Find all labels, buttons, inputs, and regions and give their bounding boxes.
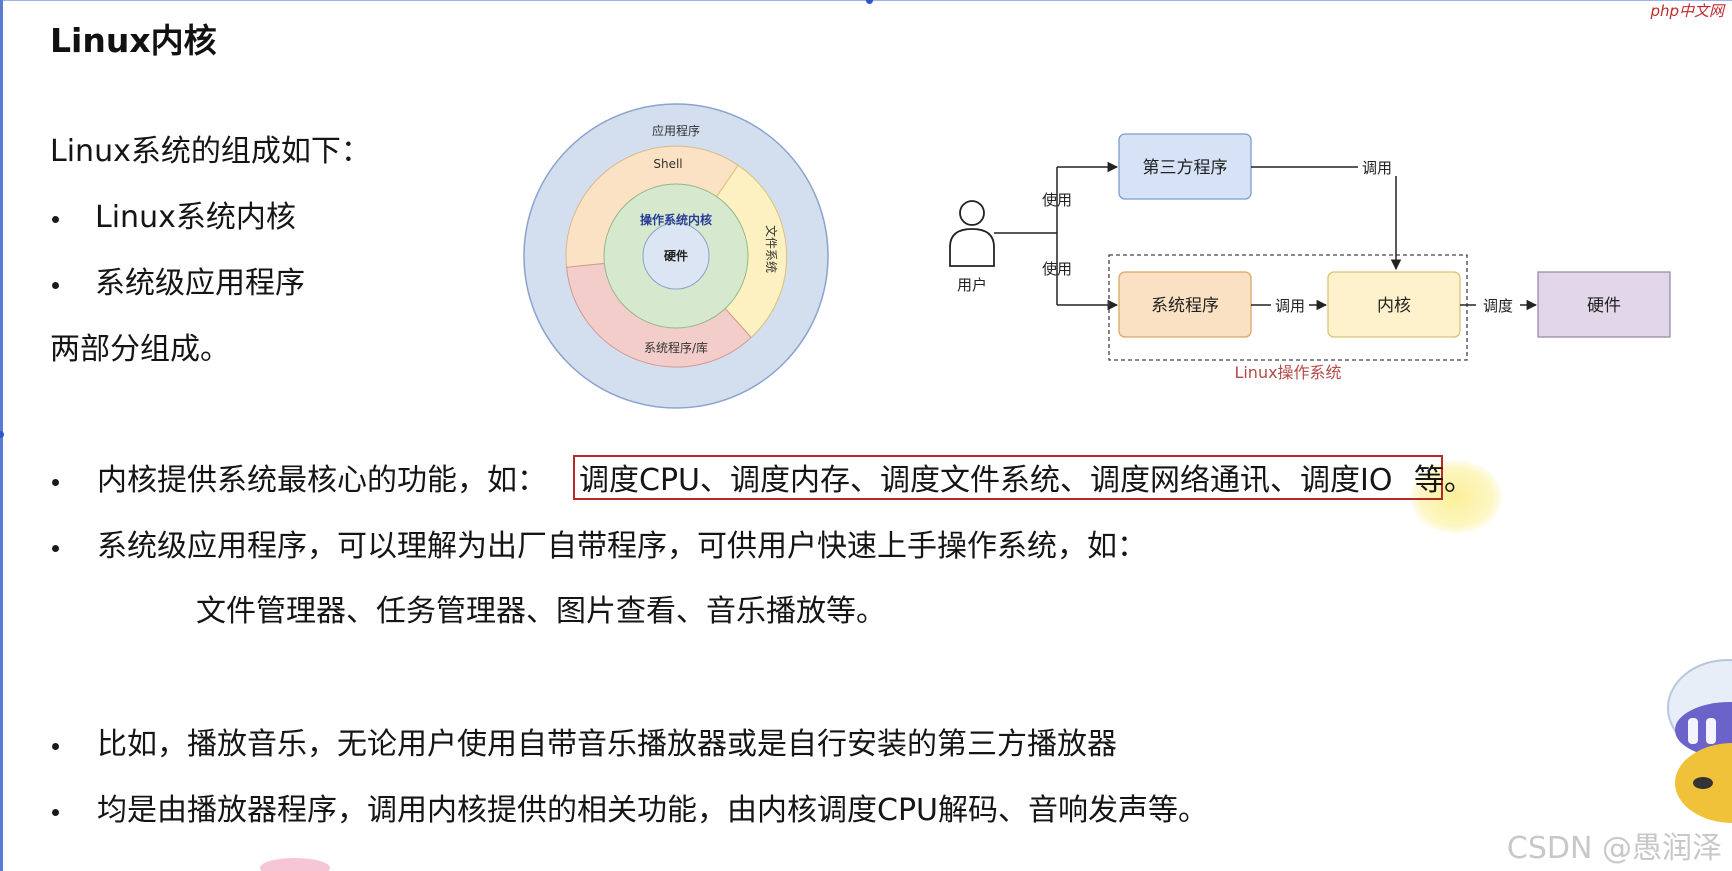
example-1: 比如，播放音乐，无论用户使用自带音乐播放器或是自行安装的第三方播放器: [97, 727, 1117, 762]
highlight-box: [573, 455, 1443, 500]
ring-label-kernel: 操作系统内核: [640, 212, 712, 227]
schedule-label: 调度: [1483, 297, 1513, 315]
apps-examples: 文件管理器、任务管理器、图片查看、音乐播放等。: [196, 594, 886, 629]
kernel-label: 内核: [1377, 296, 1411, 316]
ring-label-hardware: 硬件: [664, 248, 688, 263]
use-label-top: 使用: [1042, 191, 1072, 209]
use-label-bottom: 使用: [1042, 260, 1072, 278]
kernel-func-highlight: 调度CPU、调度内存、调度文件系统、调度网络通讯、调度IO: [579, 463, 1393, 498]
bullet-dot: [52, 282, 59, 289]
selection-handle[interactable]: [0, 431, 4, 438]
intro-item-apps: 系统级应用程序: [95, 266, 305, 301]
example-2: 均是由播放器程序，调用内核提供的相关功能，由内核调度CPU解码、音响发声等。: [97, 793, 1208, 828]
bullet-dot: [52, 479, 59, 486]
ring-label-shell: Shell: [653, 157, 682, 171]
bullet-dot: [52, 545, 59, 552]
ring-label-libs: 系统程序/库: [644, 340, 708, 355]
intro-tail: 两部分组成。: [50, 332, 230, 367]
user-label: 用户: [957, 276, 987, 294]
ring-hardware: [642, 222, 710, 290]
user-body-icon: [949, 228, 995, 267]
system-program-label: 系统程序: [1151, 296, 1219, 316]
hardware-box: [1537, 271, 1671, 338]
kernel-func-prefix: 内核提供系统最核心的功能，如：: [97, 463, 547, 498]
ring-label-apps: 应用程序: [652, 123, 700, 138]
hardware-label: 硬件: [1587, 296, 1621, 316]
site-watermark: php中文网: [1650, 2, 1724, 20]
selection-handle[interactable]: [866, 0, 873, 4]
bullet-dot: [52, 809, 59, 816]
call-label-top: 调用: [1362, 159, 1392, 177]
user-head-icon: [959, 200, 985, 226]
ring-label-filesystem: 文件系统: [764, 225, 779, 273]
page-title: Linux内核: [50, 21, 217, 60]
linux-os-group: [1108, 254, 1468, 361]
bullet-dot: [52, 216, 59, 223]
intro-lead: Linux系统的组成如下：: [50, 134, 371, 169]
linux-os-group-label: Linux操作系统: [1234, 363, 1341, 382]
apps-desc: 系统级应用程序，可以理解为出厂自带程序，可供用户快速上手操作系统，如：: [97, 529, 1147, 564]
intro-item-kernel: Linux系统内核: [95, 200, 296, 235]
ring-diagram: 应用程序 Shell 操作系统内核 硬件 文件系统 系统程序/库: [523, 103, 829, 409]
decorative-blob: [260, 858, 330, 871]
call-label-mid: 调用: [1275, 297, 1305, 315]
flow-diagram: 用户 使用 使用 Linux操作系统 第三方程序 调用 系统程序 调用 内核 调…: [949, 133, 1671, 382]
cursor-highlight: [1410, 460, 1502, 534]
third-party-label: 第三方程序: [1143, 158, 1228, 178]
author-watermark: CSDN @愚润泽: [1506, 831, 1722, 866]
kernel-func-suffix: 等。: [1414, 463, 1474, 498]
bullet-dot: [52, 743, 59, 750]
mascot-avatar-icon: [1667, 659, 1732, 823]
